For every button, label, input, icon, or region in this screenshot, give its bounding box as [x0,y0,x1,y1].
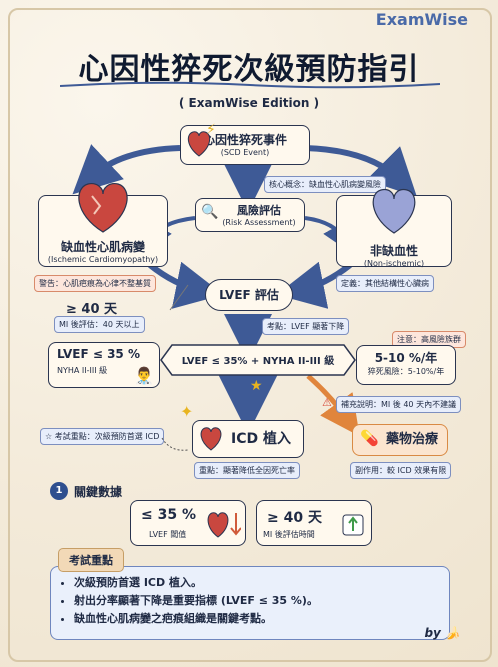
lvef-eval-pill: LVEF 評估 [205,279,293,311]
key-data-title: 關鍵數據 [74,485,123,499]
ischemic-warning: 警告：心肌疤痕為心律不整基質 [34,275,156,292]
banana-icon: 🍌 [445,626,460,640]
key-data-number: 1 [50,482,68,500]
magnifier-icon: 🔍 [201,204,219,220]
ischemic-label: 缺血性心肌病變 [60,240,145,254]
by-text: by [424,626,441,640]
doctor-icon: 👨‍⚕️ [134,366,154,385]
pill-icon: 💊 [360,429,379,447]
risk-label: 風險評估 [237,204,281,217]
criteria-shape [160,344,356,376]
scd-event-label: 心因性猝死事件 [202,133,287,147]
sparkle-icon: ✦ [180,402,194,421]
brand-logo: ExamWise [375,10,468,29]
icd-heart-icon [200,427,222,451]
risk-assessment-box: 風險評估 (Risk Assessment) [195,198,305,232]
lvef-left-box: LVEF ≤ 35 % NYHA II-III 級 [48,342,160,388]
arrow-scd-nonischemic [304,145,417,197]
risk-rate-sub: 猝死風險：5-10%/年 [367,367,445,376]
ischemic-heart-icon [78,183,128,233]
stat-mi-label: MI 後評估時間 [263,530,315,539]
non-ischemic-definition: 定義：其他結構性心臟病 [336,275,434,292]
exam-summary-list: 次級預防首選 ICD 植入。 射出分率顯著下降是重要指標 (LVEF ≤ 35 … [60,574,318,628]
lightning-icon: ⚡ [206,122,216,138]
drug-box: 藥物治療 [352,424,448,456]
lvef-left-sub: NYHA II-III 級 [57,366,108,375]
supplement-note: 補充說明：MI 後 40 天內不建議 [336,396,462,413]
ischemic-sub: (Ischemic Cardiomyopathy) [47,255,159,264]
scd-event-sub: (SCD Event) [220,148,270,157]
page-title: 心因性猝死次級預防指引 [78,52,420,87]
criteria-label: LVEF ≤ 35% + NYHA II-III 級 [181,356,335,367]
dotted-connector [161,437,189,451]
mi-40-label: ≥ 40 天 [66,302,118,317]
mi-40-note: MI 後評估：40 天以上 [54,316,145,333]
core-concept-note: 核心概念：缺血性心肌病變風險 [264,176,386,193]
star-icon: ★ [250,378,263,394]
edition-label: ( ExamWise Edition ) [178,96,320,110]
exam-summary-tag: 考試重點 [58,548,124,572]
by-signature: by 🍌 [424,626,460,640]
stat-lvef: ≤ 35 % LVEF 閾值 [130,500,246,546]
non-ischemic-sub: (Non-ischemic) [363,259,425,268]
risk-rate-main: 5-10 %/年 [374,351,438,365]
non-ischemic-heart-icon [372,188,416,234]
heart-icon [187,131,211,157]
non-ischemic-label: 非缺血性 [369,244,418,258]
arrow-scd-ischemic [72,144,181,195]
star-small-icon: ☆ [45,432,53,441]
stat-mi: ≥ 40 天 MI 後評估時間 [256,500,372,546]
heart-down-icon [207,512,241,538]
drug-note: 副作用：較 ICD 效果有限 [350,462,452,479]
stat-lvef-value: ≤ 35 % [141,507,196,523]
exam-point-icd: ☆ 考試重點：次級預防首選 ICD [40,428,165,445]
lvef-left-main: LVEF ≤ 35 % [57,347,140,361]
list-item: 缺血性心肌病變之疤痕組織是關鍵考點。 [74,610,318,628]
warning-icon: ⚠ [322,396,332,409]
calendar-up-icon [342,514,364,536]
title-underline [60,81,440,89]
stat-mi-value: ≥ 40 天 [267,510,322,526]
risk-sub: (Risk Assessment) [222,218,296,227]
exam-summary-box [50,566,450,640]
page-frame [8,8,492,662]
exam-point-lvef: 考點：LVEF 顯著下降 [262,318,350,335]
risk-rate-box: 5-10 %/年 猝死風險：5-10%/年 [356,345,456,385]
icd-note: 重點：顯著降低全因死亡率 [194,462,300,479]
list-item: 射出分率顯著下降是重要指標 (LVEF ≤ 35 %)。 [74,592,318,610]
exam-point-icd-text: 考試重點：次級預防首選 ICD [54,432,160,441]
stat-lvef-label: LVEF 閾值 [149,530,187,539]
list-item: 次級預防首選 ICD 植入。 [74,574,318,592]
